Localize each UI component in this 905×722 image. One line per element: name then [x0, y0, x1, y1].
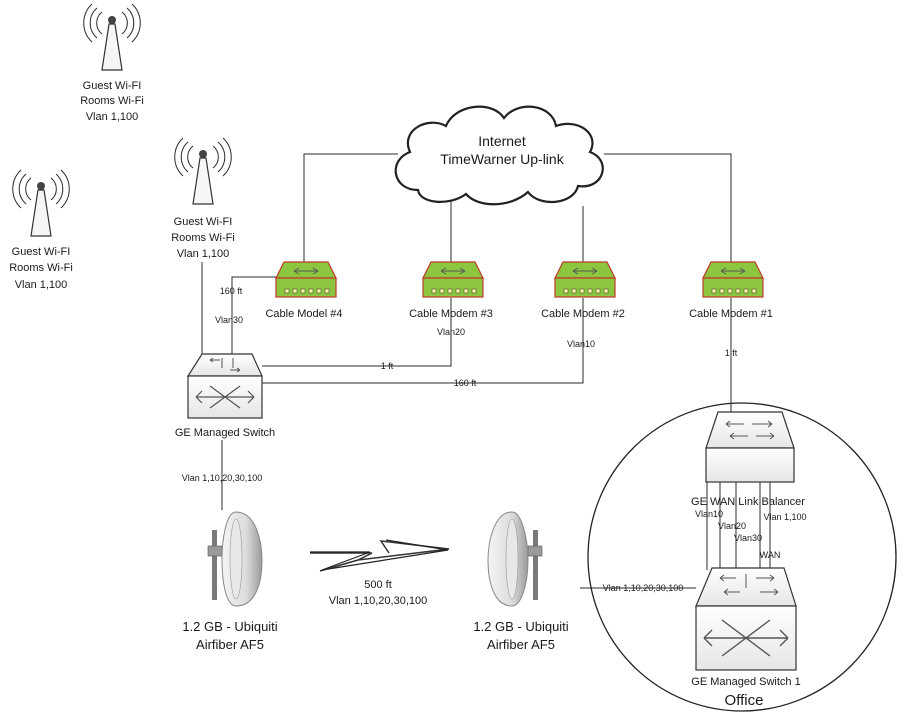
label-vlan30-left: Vlan30: [215, 315, 243, 325]
office-trunk-label: Vlan 1,10,20,30,100: [603, 583, 684, 593]
cloud-line1: Internet: [478, 133, 526, 149]
wan-link-balancer: [705, 411, 795, 483]
office-label: Office: [725, 692, 764, 709]
office-vlan20: Vlan20: [718, 521, 746, 531]
wireless-distance: 500 ft: [364, 579, 392, 591]
cloud-line2: TimeWarner Up-link: [440, 151, 564, 167]
office-switch-label: GE Managed Switch 1: [691, 676, 800, 688]
label-vlan10: Vlan10: [567, 339, 595, 349]
balancer-icon: [705, 411, 795, 483]
switch-icon: [186, 353, 263, 419]
label-vlan-trunk: Vlan 1,10,20,30,100: [182, 473, 263, 483]
label-1ft-right: 1 ft: [725, 348, 738, 358]
office-vlan10: Vlan10: [695, 509, 723, 519]
balancer-label: GE WAN Link Balancer: [691, 496, 805, 508]
antenna-top-l3: Vlan 1,100: [86, 111, 139, 123]
antenna-mid: [174, 137, 232, 205]
label-1ft-mid: 1 ft: [381, 361, 394, 371]
link-modem2-switch: [262, 298, 584, 384]
modem1-label: Cable Modem #1: [689, 308, 773, 320]
modem4-label: Cable Model #4: [265, 308, 342, 320]
antenna-left-l3: Vlan 1,100: [15, 279, 68, 291]
antenna-mid-l1: Guest Wi-FI: [174, 216, 233, 228]
office-wan: WAN: [760, 550, 781, 560]
dish-icon: [207, 511, 263, 607]
antenna-top-l1: Guest Wi-FI: [83, 80, 142, 92]
antenna-left: [12, 169, 70, 237]
antenna-mid-l3: Vlan 1,100: [177, 248, 230, 260]
office-vlan30: Vlan30: [734, 533, 762, 543]
cable-modem-2: [554, 261, 616, 298]
link-cloud-modem4: [303, 153, 398, 262]
label-160ft-mid: 160 ft: [454, 378, 477, 388]
modem-icon: [554, 261, 616, 298]
label-160ft-top: 160 ft: [220, 286, 243, 296]
wireless-vlan: Vlan 1,10,20,30,100: [329, 595, 427, 607]
managed-switch-left: [186, 353, 263, 419]
office-zone: GE WAN Link Balancer Vlan10 Vlan20 Vlan3…: [587, 402, 897, 712]
antenna-icon: [174, 137, 232, 205]
office-managed-switch: [695, 567, 797, 671]
antenna-left-l1: Guest Wi-FI: [12, 246, 71, 258]
internet-cloud: Internet TimeWarner Up-link: [394, 105, 604, 206]
dish-icon: [487, 511, 543, 607]
airfiber-right-l1: 1.2 GB - Ubiquiti: [473, 619, 568, 634]
antenna-icon: [12, 169, 70, 237]
office-boundary: [587, 402, 897, 712]
antenna-mid-l2: Rooms Wi-Fi: [171, 232, 235, 244]
airfiber-right-l2: Airfiber AF5: [487, 637, 555, 652]
airfiber-left-l2: Airfiber AF5: [196, 637, 264, 652]
connection-lines: [201, 153, 771, 589]
switch-left-label: GE Managed Switch: [175, 427, 275, 439]
link-modem4-switch: [231, 276, 276, 354]
modem2-label: Cable Modem #2: [541, 308, 625, 320]
antenna-icon: [83, 3, 141, 71]
office-vlan1-100: Vlan 1,100: [763, 512, 806, 522]
antenna-left-l2: Rooms Wi-Fi: [9, 262, 73, 274]
wireless-link-bolt-icon: [310, 539, 450, 572]
airfiber-right: [487, 511, 543, 607]
link-modem3-switch: [262, 298, 452, 367]
antenna-top-l2: Rooms Wi-Fi: [80, 95, 144, 107]
cable-modem-4: [275, 261, 337, 298]
modem-icon: [702, 261, 764, 298]
link-cloud-modem1: [604, 153, 732, 262]
cable-modem-1: [702, 261, 764, 298]
switch-icon: [695, 567, 797, 671]
modem3-label: Cable Modem #3: [409, 308, 493, 320]
antenna-top: [83, 3, 141, 71]
modem-icon: [422, 261, 484, 298]
cable-modem-3: [422, 261, 484, 298]
airfiber-left-l1: 1.2 GB - Ubiquiti: [182, 619, 277, 634]
modem-icon: [275, 261, 337, 298]
label-vlan20: Vlan20: [437, 327, 465, 337]
airfiber-left: [207, 511, 263, 607]
